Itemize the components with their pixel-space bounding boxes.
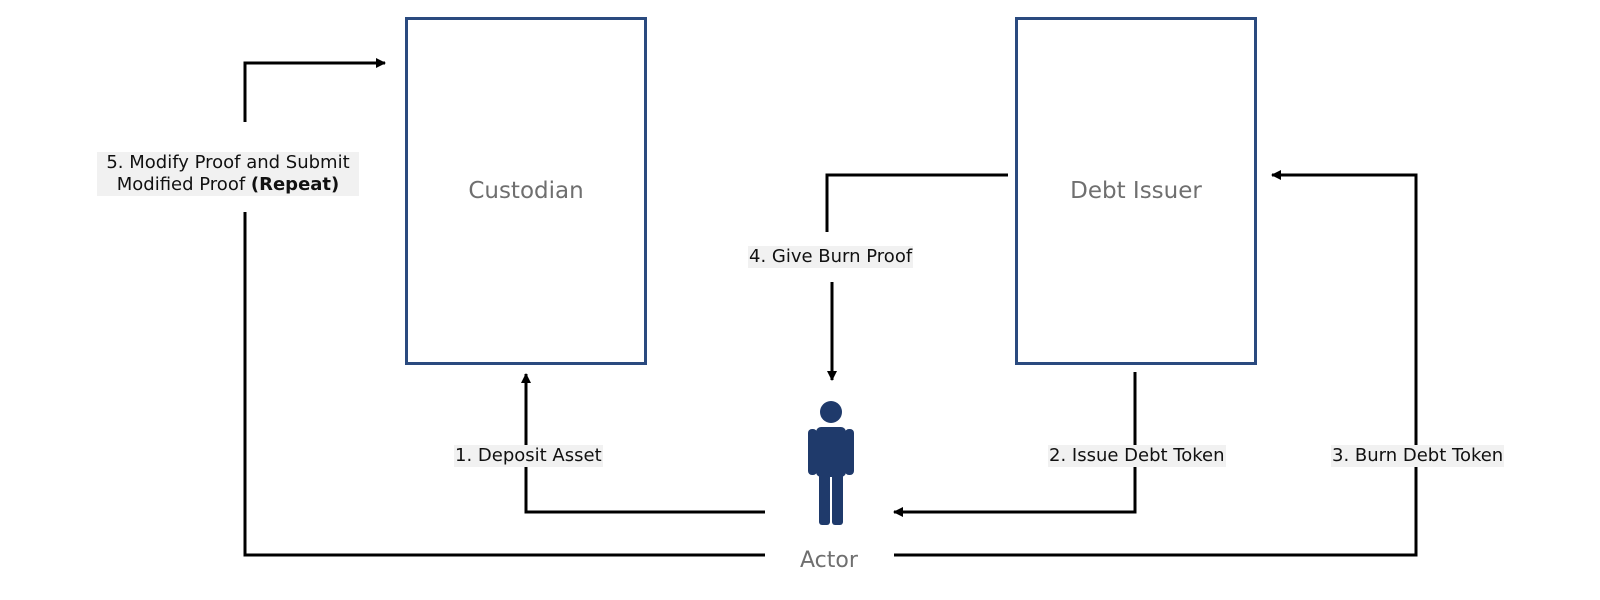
label-deposit-asset: 1. Deposit Asset <box>454 445 603 467</box>
debt-issuer-title: Debt Issuer <box>1070 178 1202 204</box>
arrow-issue-debt-token <box>893 372 1137 517</box>
custodian-title: Custodian <box>468 178 584 204</box>
label-burn-debt-token: 3. Burn Debt Token <box>1331 445 1505 467</box>
label-modify-proof: 5. Modify Proof and Submit Modified Proo… <box>96 152 360 196</box>
debt-issuer-node: Debt Issuer <box>1015 17 1257 365</box>
label-give-burn-proof: 4. Give Burn Proof <box>748 246 914 268</box>
arrow-modify-proof-bottom <box>243 212 765 557</box>
arrow-deposit-asset <box>521 373 765 514</box>
arrow-give-burn-proof-top <box>825 173 1008 232</box>
person-icon <box>808 401 854 525</box>
label-modify-proof-repeat: (Repeat) <box>250 174 340 195</box>
label-modify-proof-line2: Modified Proof <box>116 174 251 195</box>
custodian-node: Custodian <box>405 17 647 365</box>
label-modify-proof-line2-wrap: Modified Proof (Repeat) <box>97 174 359 196</box>
arrow-modify-proof <box>243 58 386 122</box>
arrow-burn-debt-token <box>894 170 1418 557</box>
label-issue-debt-token: 2. Issue Debt Token <box>1048 445 1226 467</box>
actor-label: Actor <box>800 548 858 573</box>
label-modify-proof-line1: 5. Modify Proof and Submit <box>97 152 359 174</box>
